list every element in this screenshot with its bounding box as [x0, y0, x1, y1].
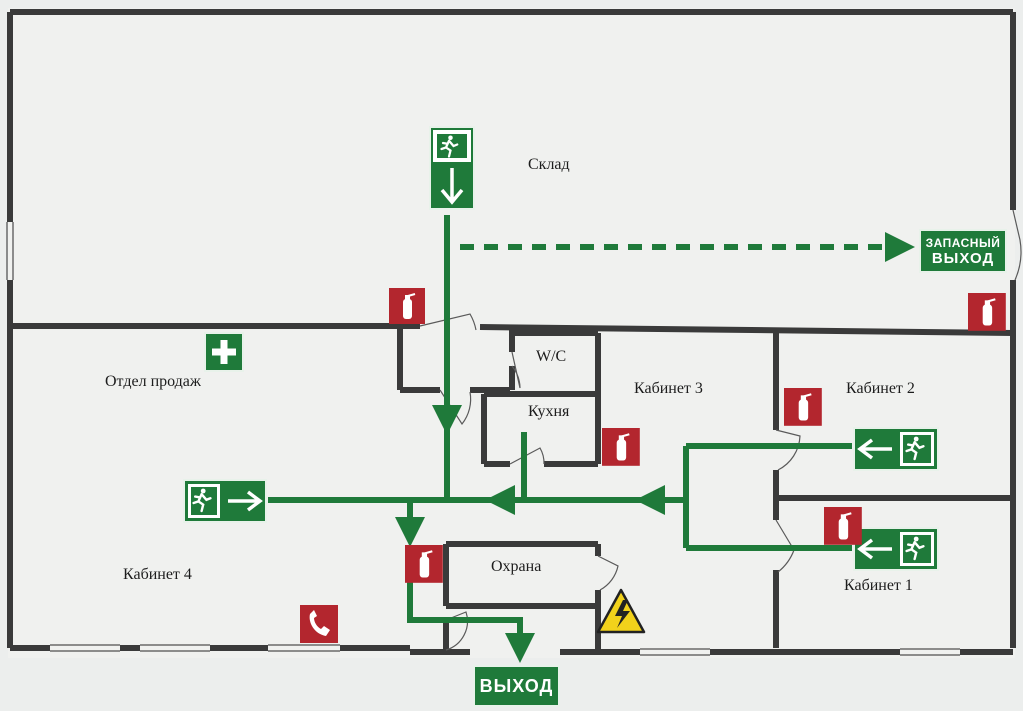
- evacuation-routes: [268, 215, 852, 663]
- room-label-kabinet4: Кабинет 4: [123, 566, 192, 583]
- room-label-kabinet1: Кабинет 1: [844, 577, 913, 594]
- room-label-ohrana: Охрана: [491, 558, 542, 575]
- spare-exit-line1: ЗАПАСНЫЙ: [925, 236, 1001, 250]
- high-voltage-icon: [596, 588, 646, 634]
- spare-exit-line2: ВЫХОД: [931, 250, 995, 267]
- kabinet1-exit-sign: [853, 527, 939, 571]
- arrow-left-icon: [857, 438, 892, 460]
- first-aid-icon: [204, 332, 244, 372]
- fire-extinguisher-icon: [388, 287, 426, 325]
- arrow-right-icon: [228, 490, 263, 512]
- windows: [6, 222, 960, 656]
- phone-icon: [300, 605, 338, 643]
- kabinet2-exit-sign: [853, 427, 939, 471]
- doors: [419, 209, 1022, 651]
- walls: [7, 9, 1016, 655]
- fire-extinguisher-icon: [782, 386, 823, 427]
- sklad-exit-sign: [429, 126, 475, 210]
- arrow-left-icon: [857, 538, 892, 560]
- fire-extinguisher-icon: [822, 505, 863, 546]
- room-label-otdel-prodazh: Отдел продаж: [105, 373, 201, 390]
- arrow-down-icon: [440, 168, 464, 205]
- fire-extinguisher-icon: [966, 291, 1007, 332]
- room-label-sklad: Склад: [528, 156, 570, 173]
- left-exit-sign: [183, 479, 267, 523]
- fire-extinguisher-icon: [600, 426, 641, 467]
- main-exit-sign: ВЫХОД: [473, 665, 560, 707]
- fire-extinguisher-icon: [403, 543, 444, 584]
- room-label-kabinet2: Кабинет 2: [846, 380, 915, 397]
- spare-exit-sign: ЗАПАСНЫЙ ВЫХОД: [919, 229, 1007, 273]
- room-label-kuhnya: Кухня: [528, 403, 570, 420]
- room-label-kabinet3: Кабинет 3: [634, 380, 703, 397]
- room-label-wc: W/C: [536, 348, 567, 365]
